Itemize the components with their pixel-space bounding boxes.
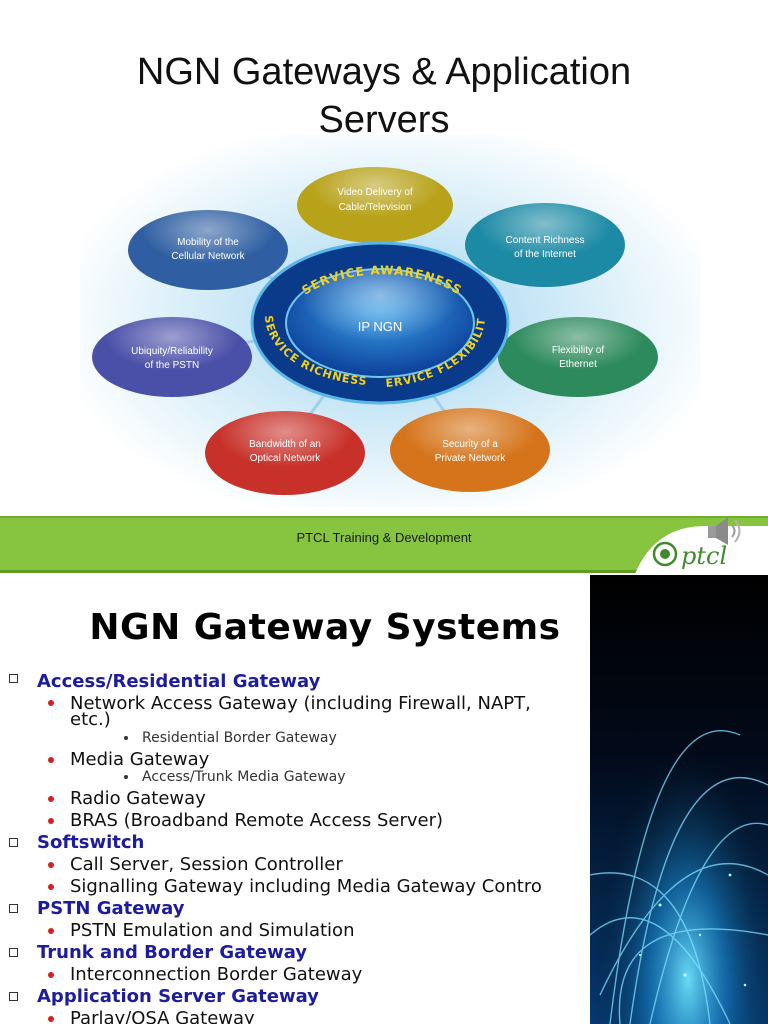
- footer-text: PTCL Training & Development: [296, 530, 472, 545]
- list-item: Call Server, Session Controller: [70, 854, 343, 875]
- square-bullet-icon: [9, 992, 18, 1001]
- red-dot-bullet-icon: [48, 862, 54, 868]
- list-item-heading: PSTN Gateway: [37, 898, 185, 919]
- list-item: Interconnection Border Gateway: [70, 964, 363, 985]
- node-label: Private Network: [435, 453, 507, 464]
- node-content-richness: Content Richness of the Internet: [465, 203, 625, 287]
- square-bullet-icon: [9, 838, 18, 847]
- list-item-heading: Application Server Gateway: [37, 986, 319, 1007]
- logo-text: ptcl: [681, 542, 727, 570]
- red-dot-bullet-icon: [48, 818, 54, 824]
- list-item: Signalling Gateway including Media Gatew…: [70, 876, 542, 897]
- red-dot-bullet-icon: [48, 884, 54, 890]
- node-video-delivery: Video Delivery of Cable/Television: [297, 167, 453, 243]
- list-item: Network Access Gateway (including Firewa…: [70, 693, 531, 714]
- node-label: Cable/Television: [339, 202, 412, 213]
- node-label: Security of a: [442, 439, 498, 450]
- slide-ngn-gateway-systems: NGN Gateway Systems Access/Residential G…: [0, 575, 768, 1024]
- list-item: BRAS (Broadband Remote Access Server): [70, 810, 444, 831]
- red-dot-bullet-icon: [48, 700, 54, 706]
- list-item-heading: Trunk and Border Gateway: [37, 942, 308, 963]
- list-item-heading: Softswitch: [37, 832, 145, 853]
- node-security: Security of a Private Network: [390, 408, 550, 492]
- list-item-sub: Residential Border Gateway: [142, 730, 337, 746]
- dot-bullet-icon: [124, 775, 128, 779]
- red-dot-bullet-icon: [48, 1016, 54, 1022]
- list-item-heading: Access/Residential Gateway: [37, 671, 321, 692]
- list-item: Radio Gateway: [70, 788, 206, 809]
- node-label: Bandwidth of an: [249, 439, 321, 450]
- slide-ngn-gateways: NGN Gateways & Application Servers: [0, 48, 768, 574]
- node-label: Cellular Network: [171, 251, 245, 262]
- list-item: Media Gateway: [70, 749, 210, 770]
- node-label: Flexibility of: [552, 345, 604, 356]
- center-label: IP NGN: [358, 319, 403, 334]
- node-label: Mobility of the: [177, 237, 239, 248]
- red-dot-bullet-icon: [48, 796, 54, 802]
- red-dot-bullet-icon: [48, 972, 54, 978]
- list-item-continuation: etc.): [70, 709, 111, 730]
- square-bullet-icon: [9, 674, 18, 683]
- slide-title-line2: Servers: [318, 99, 450, 141]
- node-bandwidth: Bandwidth of an Optical Network: [205, 411, 365, 495]
- slide-title: NGN Gateways & Application Servers: [0, 48, 768, 144]
- list-item: PSTN Emulation and Simulation: [70, 920, 355, 941]
- square-bullet-icon: [9, 948, 18, 957]
- node-cellular: Mobility of the Cellular Network: [128, 210, 288, 290]
- node-pstn: Ubiquity/Reliability of the PSTN: [92, 317, 252, 397]
- ip-ngn-diagram: Video Delivery of Cable/Television Conte…: [80, 135, 700, 507]
- slide-title-line1: NGN Gateways & Application: [136, 51, 632, 93]
- list-item: Parlay/OSA Gateway: [70, 1008, 255, 1024]
- footer-band: [0, 516, 768, 573]
- decorative-light-panel: [589, 575, 768, 1024]
- node-label: of the PSTN: [145, 360, 199, 371]
- node-label: Ethernet: [559, 359, 597, 370]
- red-dot-bullet-icon: [48, 928, 54, 934]
- red-dot-bullet-icon: [48, 757, 54, 763]
- node-ethernet: Flexibility of Ethernet: [498, 317, 658, 397]
- speaker-icon[interactable]: [702, 512, 746, 550]
- dot-bullet-icon: [124, 736, 128, 740]
- node-label: Content Richness: [506, 235, 585, 246]
- square-bullet-icon: [9, 904, 18, 913]
- node-label: Video Delivery of: [337, 187, 413, 198]
- slide-title: NGN Gateway Systems: [89, 607, 561, 648]
- node-label: of the Internet: [514, 249, 576, 260]
- node-label: Optical Network: [250, 453, 322, 464]
- ptcl-logo: ptcl: [635, 512, 768, 574]
- node-label: Ubiquity/Reliability: [131, 346, 213, 357]
- list-item-sub: Access/Trunk Media Gateway: [142, 769, 346, 785]
